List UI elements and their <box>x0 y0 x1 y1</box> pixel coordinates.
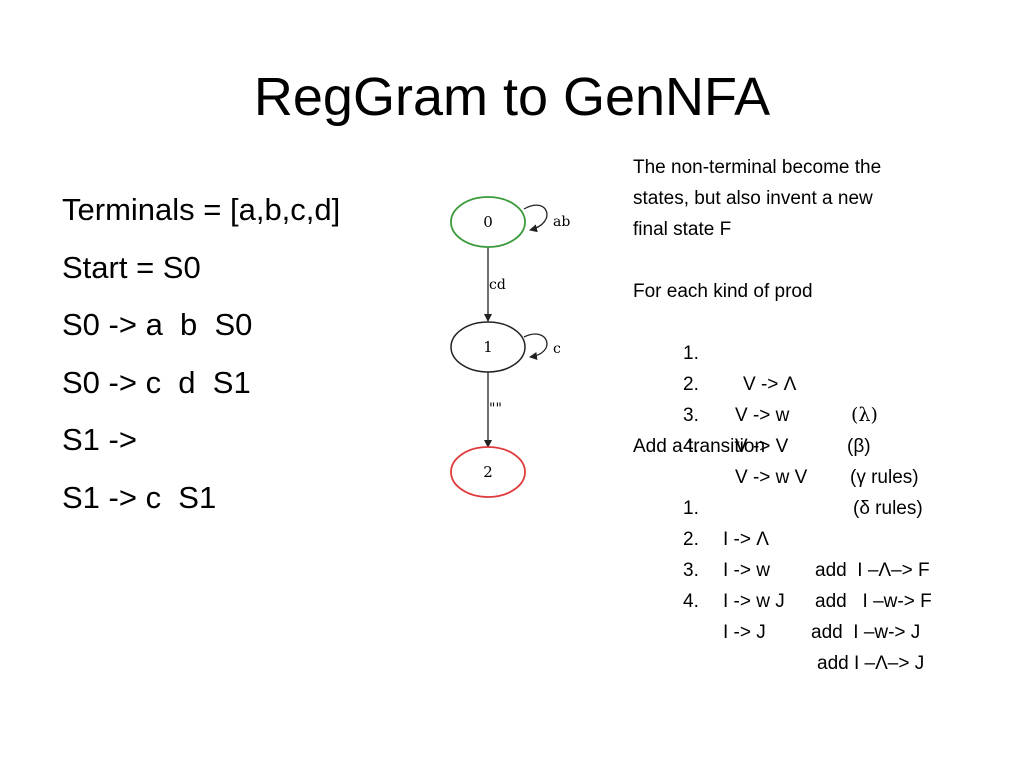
state-label-0: 0 <box>483 213 493 231</box>
state-node-1 <box>450 321 526 373</box>
grammar-line-production: S0 -> c d S1 <box>62 364 251 400</box>
state-label-1: 1 <box>483 338 493 356</box>
prod-item: 4. V -> w V (δ rules) <box>633 400 1013 519</box>
edge-label-ab: ab <box>553 214 570 230</box>
prod-item-number: 2. <box>683 374 699 395</box>
grammar-line-terminals: Terminals = [a,b,c,d] <box>62 192 341 227</box>
grammar-list: Terminals = [a,b,c,d] Start = S0 S0 -> a… <box>62 185 340 530</box>
prod-item-number: 4. <box>683 436 699 457</box>
transition-item-add: add I –Λ–> J <box>817 653 925 674</box>
transition-item-rule: I -> w J <box>723 591 785 612</box>
state-node-0 <box>450 196 526 248</box>
transition-item-add: add I –w-> F <box>815 591 932 612</box>
state-node-2 <box>450 446 526 498</box>
prod-item-rule: V -> w V <box>735 467 808 488</box>
grammar-line-production: S1 -> <box>62 422 137 457</box>
grammar-line-production: S1 -> c S1 <box>62 479 217 515</box>
transition-item-add: add I –w-> J <box>811 622 921 643</box>
notes-spacer <box>633 245 1013 276</box>
transition-item-add: add I –Λ–> F <box>815 560 930 581</box>
transition-item: 2. I -> w add I –w-> F <box>633 493 1013 612</box>
grammar-line-production: S0 -> a b S0 <box>62 307 253 342</box>
transition-item: 4. I -> J add I –Λ–> J <box>633 555 1013 674</box>
notes-intro-line: states, but also invent a new <box>633 188 873 209</box>
prod-item-note: (γ rules) <box>850 467 919 488</box>
prod-item-note: (λ) <box>851 404 878 426</box>
transition-item-number: 3. <box>683 560 699 581</box>
prod-item-rule: V -> Λ <box>743 374 797 395</box>
edge-label-epsilon: "" <box>489 401 502 417</box>
notes-intro-line: final state F <box>633 219 732 240</box>
edge-label-cd: cd <box>489 277 506 293</box>
edge-label-c: c <box>553 341 561 357</box>
prod-item: 3. V -> V (γ rules) <box>633 369 1013 488</box>
notes-panel: The non-terminal become the states, but … <box>633 152 1013 674</box>
self-loop-edge-0 <box>523 204 548 233</box>
transition-heading: Add a transition <box>633 436 766 457</box>
nfa-diagram: ab cd c "" 0 1 2 <box>450 196 570 498</box>
transition-item-number: 2. <box>683 529 699 550</box>
prod-item-rule: V -> w <box>735 405 790 426</box>
transition-item: 1. I -> Λ add I –Λ–> F <box>633 462 1013 581</box>
prod-item: 2. V -> w (β) <box>633 338 1013 457</box>
transition-item-number: 4. <box>683 591 699 612</box>
self-loop-edge-1 <box>523 333 548 360</box>
grammar-line-start: Start = S0 <box>62 249 201 285</box>
prod-item-number: 3. <box>683 405 699 426</box>
prod-item-note: (δ rules) <box>853 498 923 519</box>
transition-item-rule: I -> Λ <box>723 529 769 550</box>
transition-item-rule: I -> w <box>723 560 770 581</box>
notes-intro-line: The non-terminal become the <box>633 157 882 178</box>
prod-item-rule: V -> V <box>735 436 789 457</box>
prod-item-number: 1. <box>683 343 699 364</box>
transition-item-rule: I -> J <box>723 622 766 643</box>
prod-item: 1. V -> Λ (λ) <box>633 307 1013 426</box>
prod-heading: For each kind of prod <box>633 281 813 302</box>
slide-title: RegGram to GenNFA <box>253 67 771 127</box>
prod-item-note: (β) <box>847 436 871 457</box>
state-label-2: 2 <box>483 463 493 481</box>
transition-item: 3. I -> w J add I –w-> J <box>633 524 1013 643</box>
transition-item-number: 1. <box>683 498 699 519</box>
